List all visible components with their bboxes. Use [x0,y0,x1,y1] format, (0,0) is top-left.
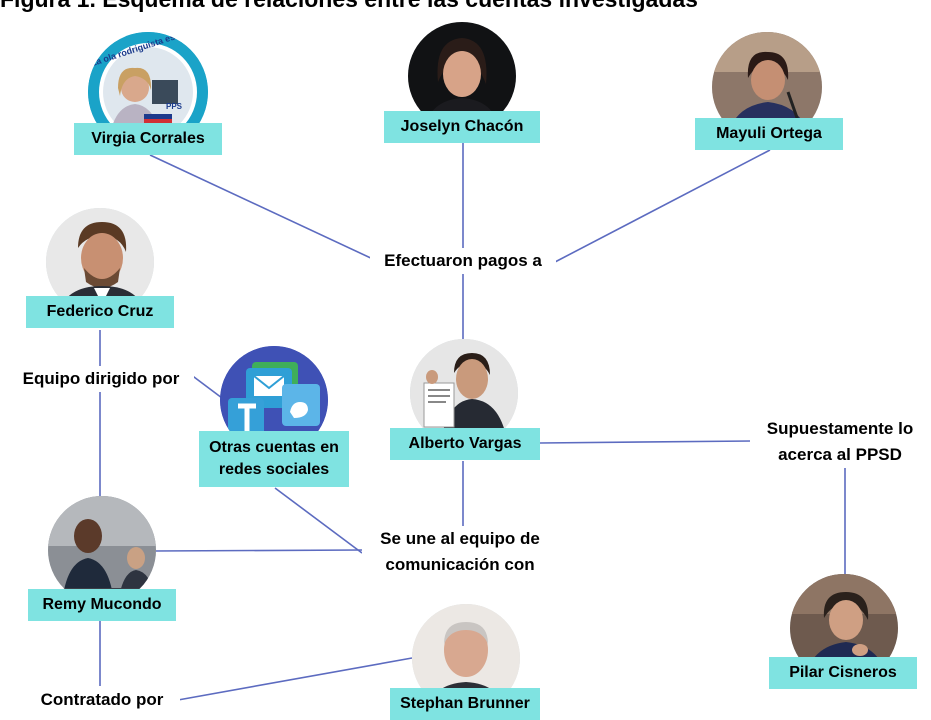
stephan-brunner-box: Stephan Brunner [390,688,540,720]
edge-dirigido-accounts [189,373,223,399]
edge-contratado-stephan [177,657,413,701]
edge-alberto-acerca [539,440,753,444]
virgia-corrales-box: Virgia Corrales [74,123,222,155]
mayuli-ortega-box: Mayuli Ortega [695,118,843,150]
relation-une-equipo-line1: Se une al equipo de [380,529,540,548]
social-accounts-box: Otras cuentas en redes sociales [199,431,349,487]
relation-acerca-line1: Supuestamente lo [766,419,914,438]
relation-acerca-line2: acerca al PPSD [778,445,902,464]
edge-mayuli-pagos [554,149,771,263]
relation-une-equipo: Se une al equipo de comunicación con [362,526,558,578]
relation-efectuaron-pagos: Efectuaron pagos a [370,248,556,274]
edge-virgia-pagos [149,154,376,261]
social-accounts-icon [220,346,328,454]
page-title: Figura 1. Esquema de relaciones entre la… [0,0,931,16]
pilar-cisneros-box: Pilar Cisneros [769,657,917,689]
relation-une-equipo-line2: comunicación con [385,555,535,574]
relation-equipo-dirigido: Equipo dirigido por [8,366,194,392]
alberto-vargas-box: Alberto Vargas [390,428,540,460]
edge-remy-equipo [152,549,363,552]
joselyn-chacon-box: Joselyn Chacón [384,111,540,143]
virgia-badge-sub: PPS [166,102,183,111]
relation-contratado-por: Contratado por [24,687,180,713]
remy-mucondo-photo [48,496,156,604]
relation-acerca-ppsd: Supuestamente lo acerca al PPSD [750,416,930,468]
federico-cruz-box: Federico Cruz [26,296,174,328]
edge-accounts-equipo [274,487,363,554]
remy-mucondo-box: Remy Mucondo [28,589,176,621]
